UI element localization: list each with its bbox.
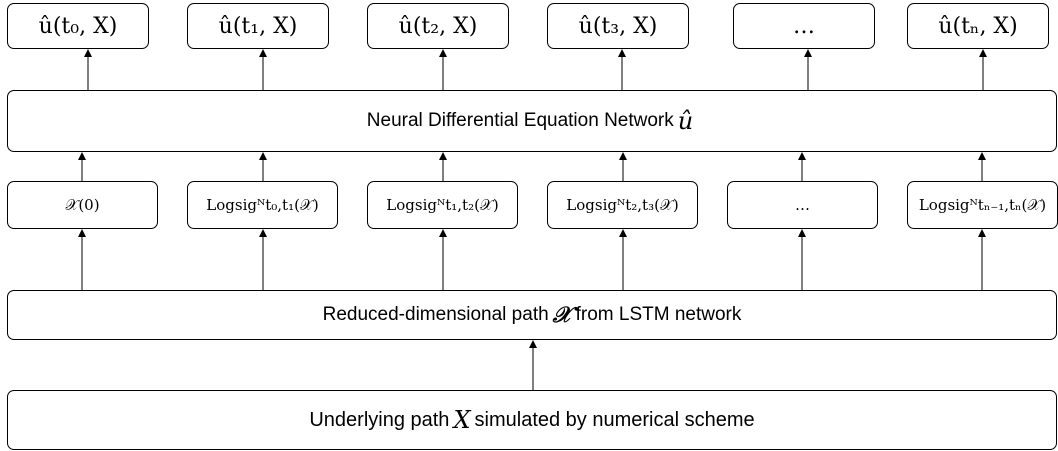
neural-network-label: Neural Differential Equation Network bbox=[366, 110, 674, 131]
signature-node-initial: 𝒳(0) bbox=[7, 181, 158, 229]
underlying-path-label-end: simulated by numerical scheme bbox=[474, 408, 755, 431]
output-node-ellipsis: … bbox=[733, 3, 875, 49]
signature-node-t2-t3: Logsigᴺt₂,t₃(𝒳) bbox=[547, 181, 698, 229]
reduced-path-label-end: from LSTM network bbox=[575, 304, 742, 325]
signature-node-tn1-tn: Logsigᴺtₙ₋₁,tₙ(𝒳) bbox=[907, 181, 1058, 229]
output-node-tn: û(tₙ, X) bbox=[907, 3, 1049, 49]
neural-network-node: Neural Differential Equation Network û bbox=[7, 90, 1057, 152]
signature-node-t1-t2: Logsigᴺt₁,t₂(𝒳) bbox=[367, 181, 518, 229]
reduced-path-symbol: 𝒳 bbox=[552, 302, 572, 328]
output-node-t0: û(t₀, X) bbox=[7, 3, 149, 49]
neural-network-symbol: û bbox=[677, 107, 694, 135]
signature-node-ellipsis: … bbox=[727, 181, 878, 229]
output-node-t2: û(t₂, X) bbox=[367, 3, 509, 49]
signature-node-t0-t1: Logsigᴺt₀,t₁(𝒳) bbox=[187, 181, 338, 229]
underlying-path-label-start: Underlying path bbox=[309, 408, 450, 431]
output-node-t3: û(t₃, X) bbox=[547, 3, 689, 49]
underlying-path-node: Underlying path X simulated by numerical… bbox=[7, 390, 1057, 450]
reduced-path-node: Reduced-dimensional path 𝒳 from LSTM net… bbox=[7, 290, 1057, 340]
underlying-path-symbol: X bbox=[453, 406, 471, 434]
reduced-path-label-start: Reduced-dimensional path bbox=[322, 304, 549, 325]
output-node-t1: û(t₁, X) bbox=[187, 3, 329, 49]
